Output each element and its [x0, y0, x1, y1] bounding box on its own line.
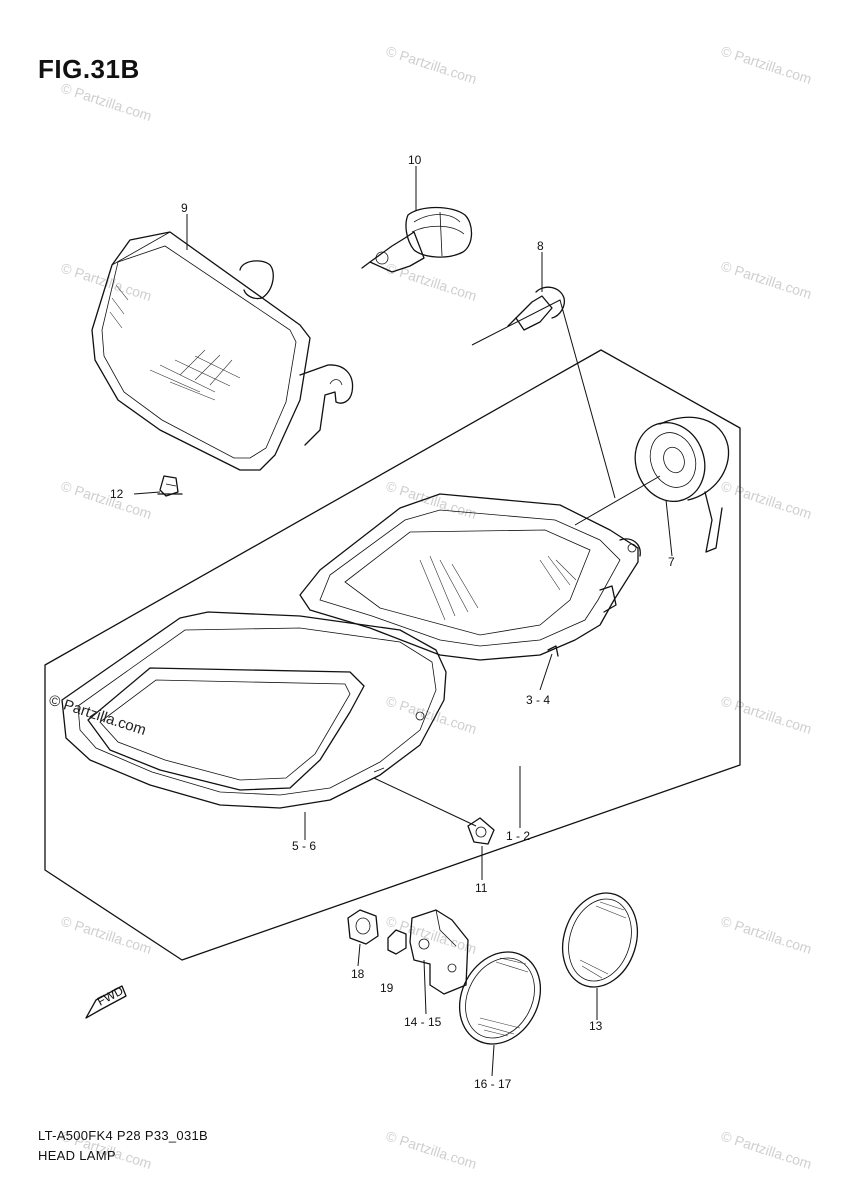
- part-collar: [387, 929, 407, 955]
- part-position-lamp-bulb: [507, 286, 566, 331]
- watermark: © Partzilla.com: [59, 478, 154, 522]
- callout-18: 18: [351, 967, 365, 981]
- diagram-code: LT-A500FK4 P28 P33_031B: [38, 1128, 208, 1143]
- callout-9: 9: [181, 201, 188, 215]
- callout-11: 11: [475, 881, 488, 895]
- callout-16-17: 16 - 17: [474, 1077, 512, 1091]
- callout-5-6: 5 - 6: [292, 839, 316, 853]
- watermark: © Partzilla.com: [719, 693, 814, 737]
- watermark: © Partzilla.com: [384, 478, 479, 522]
- watermark: © Partzilla.com: [384, 693, 479, 737]
- part-headlamp-assembly: [299, 493, 641, 661]
- diagram-name: HEAD LAMP: [38, 1148, 116, 1163]
- callout-12: 12: [110, 487, 124, 501]
- watermark: © Partzilla.com: [719, 1128, 814, 1172]
- part-reflector-large: [458, 951, 542, 1045]
- leader-lines: [133, 166, 673, 1077]
- forward-direction-arrow: FWD: [85, 983, 127, 1019]
- callout-10: 10: [408, 153, 422, 167]
- watermark: © Partzilla.com: [719, 913, 814, 957]
- part-bulb-socket: [634, 416, 730, 553]
- part-reflector-small: [562, 892, 638, 988]
- callout-19: 19: [380, 981, 394, 995]
- callout-13: 13: [589, 1019, 603, 1033]
- callout-14-15: 14 - 15: [404, 1015, 442, 1029]
- watermark: © Partzilla.com: [59, 913, 154, 957]
- watermark-layer: © Partzilla.com © Partzilla.com © Partzi…: [59, 43, 814, 1172]
- part-headlamp-housing-cover: [91, 231, 354, 471]
- callout-3-4: 3 - 4: [526, 693, 550, 707]
- watermark: © Partzilla.com: [719, 258, 814, 302]
- callout-7: 7: [668, 555, 675, 569]
- assembly-box-outline: [44, 349, 741, 961]
- part-bolt: [157, 475, 183, 497]
- watermark: © Partzilla.com: [719, 43, 814, 87]
- callout-1-2: 1 - 2: [506, 829, 530, 843]
- part-headlamp-bulb: [361, 206, 473, 273]
- watermark: © Partzilla.com: [719, 478, 814, 522]
- watermark: © Partzilla.com: [384, 260, 479, 304]
- callout-labels: 9 10 8 12 7 3 - 4 5 - 6 1 - 2 11 18 19 1…: [110, 153, 675, 1091]
- watermark: © Partzilla.com: [59, 80, 154, 124]
- watermark: © Partzilla.com: [384, 1128, 479, 1172]
- figure-title: FIG.31B: [38, 54, 140, 84]
- part-bushing: [347, 909, 379, 945]
- watermark: © Partzilla.com: [384, 43, 479, 87]
- part-screw: [467, 817, 495, 845]
- callout-8: 8: [537, 239, 544, 253]
- part-headlamp-bezel: [61, 611, 447, 809]
- part-bracket: [409, 909, 469, 995]
